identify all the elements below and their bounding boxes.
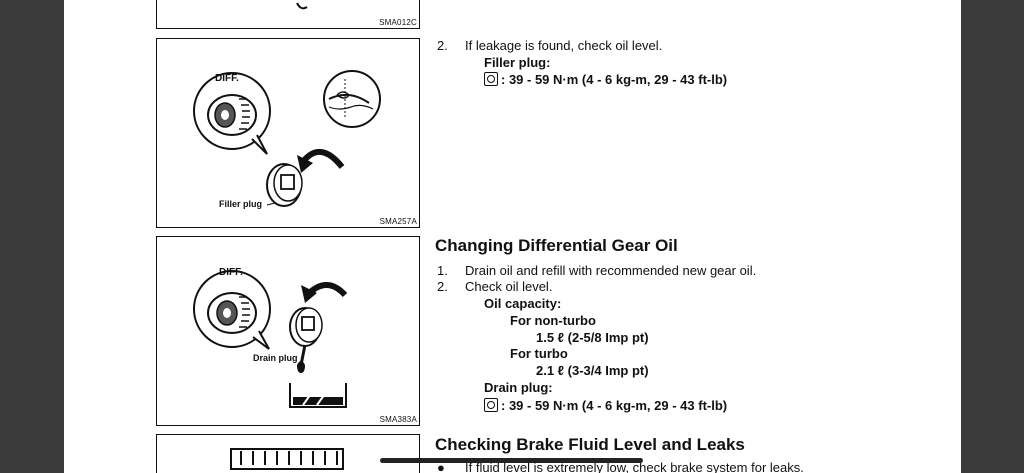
figure-code: SMA257A: [379, 217, 417, 226]
heading-changing-differential-gear-oil: Changing Differential Gear Oil: [435, 236, 678, 255]
figure-top-illustration: [296, 2, 308, 10]
turbo-label: For turbo: [510, 346, 568, 361]
filler-plug-label: Filler plug: [219, 199, 263, 209]
manual-page: SMA012C DIFF. Fill: [64, 0, 961, 473]
step-number: 1.: [437, 263, 448, 278]
filler-plug-title: Filler plug:: [484, 55, 551, 70]
torque-spec: : 39 - 59 N·m (4 - 6 kg-m, 29 - 43 ft-lb…: [501, 398, 728, 413]
drain-plug-title: Drain plug:: [484, 380, 553, 395]
step-2-check: 2. Check oil level.: [437, 279, 552, 294]
figure-drain-plug: DIFF. Drain plug SMA383A: [156, 236, 420, 426]
figure-code: SMA383A: [379, 415, 417, 424]
drain-plug-torque: : 39 - 59 N·m (4 - 6 kg-m, 29 - 43 ft-lb…: [484, 398, 727, 413]
step-text: Drain oil and refill with recommended ne…: [465, 263, 757, 278]
figure-brake: [156, 434, 420, 473]
diff-label: DIFF.: [215, 73, 239, 84]
non-turbo-label: For non-turbo: [510, 313, 596, 328]
torque-icon: [484, 398, 498, 412]
heading-checking-brake-fluid: Checking Brake Fluid Level and Leaks: [435, 435, 745, 454]
figure-code: SMA012C: [379, 18, 417, 27]
step-number: 2.: [437, 279, 448, 294]
torque-icon: [484, 72, 498, 86]
home-indicator[interactable]: [380, 458, 643, 463]
bullet-icon: ●: [437, 460, 445, 473]
step-number: 2.: [437, 38, 448, 53]
step-text: If leakage is found, check oil level.: [465, 38, 663, 53]
filler-plug-torque: : 39 - 59 N·m (4 - 6 kg-m, 29 - 43 ft-lb…: [484, 72, 727, 87]
filler-plug-illustration: [193, 70, 381, 207]
figure-filler-plug: DIFF. Filler plug SMA257A: [156, 38, 420, 228]
drain-plug-illustration: [193, 270, 348, 408]
turbo-capacity: 2.1 ℓ (3-3/4 Imp pt): [536, 363, 649, 378]
step-text: Check oil level.: [465, 279, 553, 294]
step-2-leakage: 2. If leakage is found, check oil level.: [437, 38, 662, 53]
brake-reservoir-illustration: [230, 448, 344, 470]
step-1-drain: 1. Drain oil and refill with recommended …: [437, 263, 756, 278]
bullet-text: If fluid level is extremely low, check b…: [465, 460, 804, 473]
drain-plug-label: Drain plug: [253, 353, 298, 363]
oil-capacity-title: Oil capacity:: [484, 296, 562, 311]
figure-top: SMA012C: [156, 0, 420, 29]
non-turbo-capacity: 1.5 ℓ (2-5/8 Imp pt): [536, 330, 649, 345]
diff-label: DIFF.: [219, 267, 243, 278]
torque-spec: : 39 - 59 N·m (4 - 6 kg-m, 29 - 43 ft-lb…: [501, 72, 728, 87]
brake-fluid-bullet: ● If fluid level is extremely low, check …: [437, 460, 804, 473]
